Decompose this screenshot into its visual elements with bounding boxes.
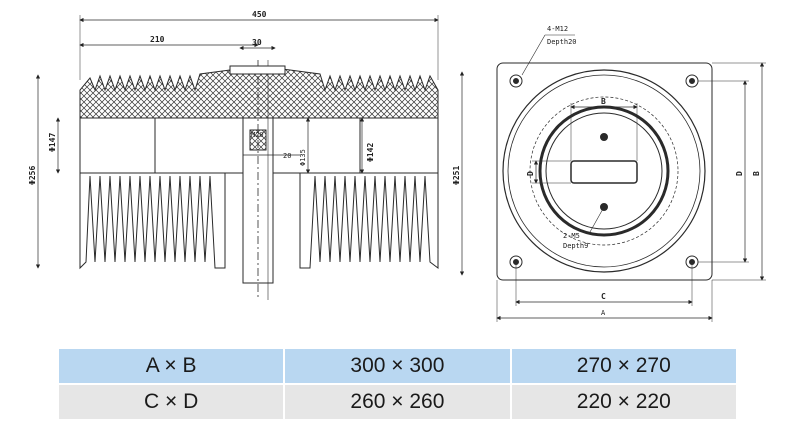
dim-30-label: 30 xyxy=(252,38,262,47)
dim-phi142-label: Φ142 xyxy=(366,143,375,162)
top-view xyxy=(496,34,766,322)
side-view-labels: 450 210 30 Φ256 Φ147 Φ251 Φ142 Φ135 20 M… xyxy=(28,10,461,185)
center-slot xyxy=(570,160,638,184)
dim-450-label: 450 xyxy=(252,10,267,19)
holes-label-1: 4-M12 xyxy=(547,25,568,33)
dim-phi251-label: Φ251 xyxy=(452,166,461,185)
table-row: A × B 300 × 300 270 × 270 xyxy=(59,349,736,383)
dim-b-label: B xyxy=(752,171,761,176)
dim-20-label: 20 xyxy=(283,152,291,160)
lower-shed-left xyxy=(79,173,226,270)
table-cell-value: 220 × 220 xyxy=(511,385,736,419)
table-cell-label: C × D xyxy=(59,385,284,419)
technical-drawing: 450 210 30 Φ256 Φ147 Φ251 Φ142 Φ135 20 M… xyxy=(28,10,766,322)
table-cell-value: 270 × 270 xyxy=(511,349,736,383)
dim-d-label: D xyxy=(735,171,744,176)
top-view-labels: 4-M12 Depth20 2-M5 Depth9 A C B D B D xyxy=(526,25,761,317)
dim-m20-label: M20 xyxy=(251,131,264,139)
table-row: C × D 260 × 260 220 × 220 xyxy=(59,385,736,419)
outer-ring xyxy=(502,69,706,273)
dim-c-label: C xyxy=(601,292,606,301)
dim-210-label: 210 xyxy=(150,35,165,44)
dim-d-small-label: D xyxy=(526,171,535,176)
center-holes-label-2: Depth9 xyxy=(563,242,588,250)
holes-label-2: Depth20 xyxy=(547,38,577,46)
center-holes-label-1: 2-M5 xyxy=(563,232,580,240)
lower-shed-right xyxy=(299,173,439,269)
dim-a-label: A xyxy=(601,309,606,317)
dim-phi147-label: Φ147 xyxy=(48,133,57,152)
table-cell-label: A × B xyxy=(59,349,284,383)
spec-table: A × B 300 × 300 270 × 270 C × D 260 × 26… xyxy=(57,347,738,421)
dim-b-small-label: B xyxy=(601,97,606,106)
dim-phi135-label: Φ135 xyxy=(299,149,307,166)
table-cell-value: 300 × 300 xyxy=(285,349,510,383)
side-view xyxy=(35,15,465,300)
dim-phi256-label: Φ256 xyxy=(28,166,37,185)
table-cell-value: 260 × 260 xyxy=(285,385,510,419)
